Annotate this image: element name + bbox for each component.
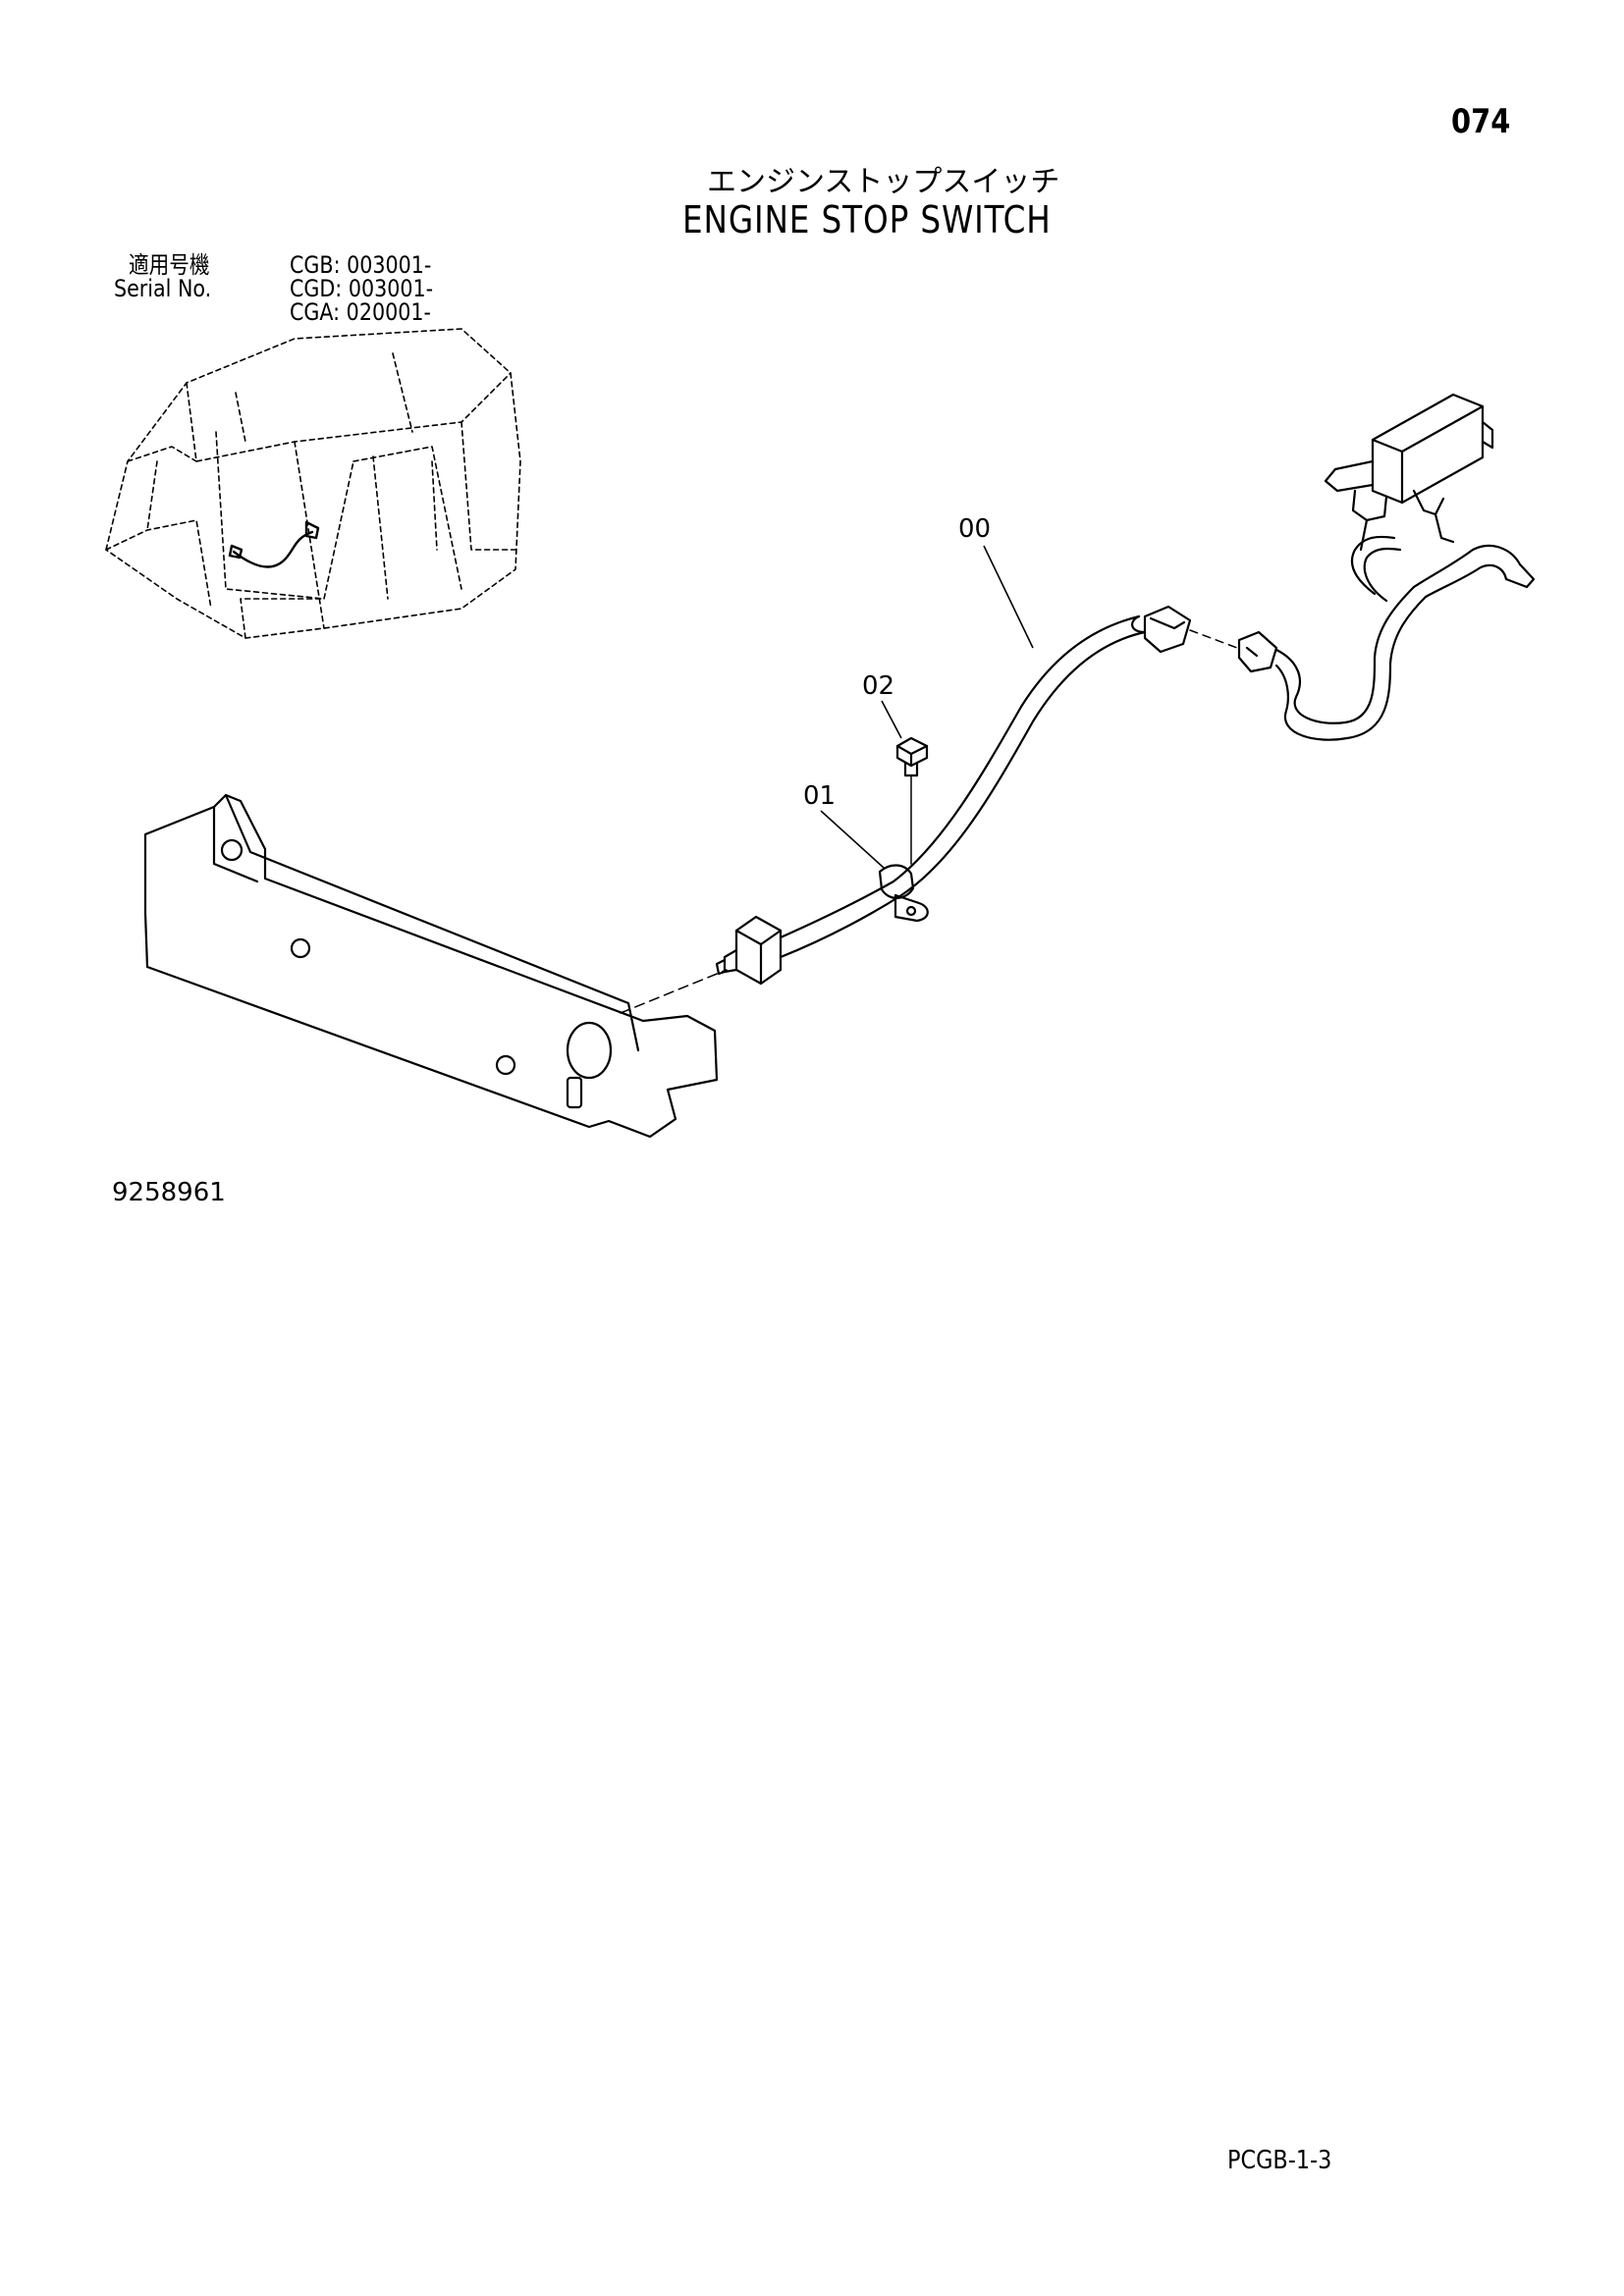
- serial-row: CGA: 020001-: [290, 300, 431, 324]
- serial-range: 020001-: [346, 298, 431, 326]
- mating-connector: [1237, 630, 1278, 673]
- serial-model: CGD:: [290, 275, 343, 302]
- callout-02: 02: [862, 671, 895, 701]
- title-english: ENGINE STOP SWITCH: [682, 198, 1052, 241]
- harness-cable: [779, 614, 1147, 959]
- callout-01: 01: [803, 781, 837, 811]
- leader-02: [881, 700, 902, 739]
- leader-01: [820, 810, 885, 869]
- leader-00: [983, 545, 1034, 649]
- serial-row: CGD: 003001-: [290, 277, 433, 300]
- alignment-line: [620, 969, 728, 1014]
- connector-dash: [1189, 629, 1238, 649]
- serial-model: CGB:: [290, 251, 341, 279]
- footer-code: PCGB-1-3: [1227, 2146, 1332, 2175]
- console-panel: [143, 793, 719, 1139]
- title-japanese: エンジンストップスイッチ: [707, 165, 1060, 199]
- serial-label-english: Serial No.: [114, 275, 212, 302]
- machine-location-view: [105, 328, 521, 639]
- serial-model: CGA:: [290, 298, 341, 326]
- callout-00: 00: [958, 514, 992, 544]
- main-harness: [1274, 535, 1536, 741]
- serial-row: CGB: 003001-: [290, 253, 431, 277]
- page-number: 074: [1451, 102, 1511, 141]
- controller-unit: [1324, 393, 1494, 552]
- harness-highlight: [228, 520, 320, 568]
- connector: [1143, 605, 1192, 654]
- engine-stop-switch: [715, 915, 783, 986]
- figure-number: 9258961: [112, 1178, 226, 1207]
- serial-range: 003001-: [347, 251, 432, 279]
- clamp: [878, 864, 929, 923]
- serial-range: 003001-: [348, 275, 434, 302]
- serial-label-japanese: 適用号機: [129, 251, 210, 279]
